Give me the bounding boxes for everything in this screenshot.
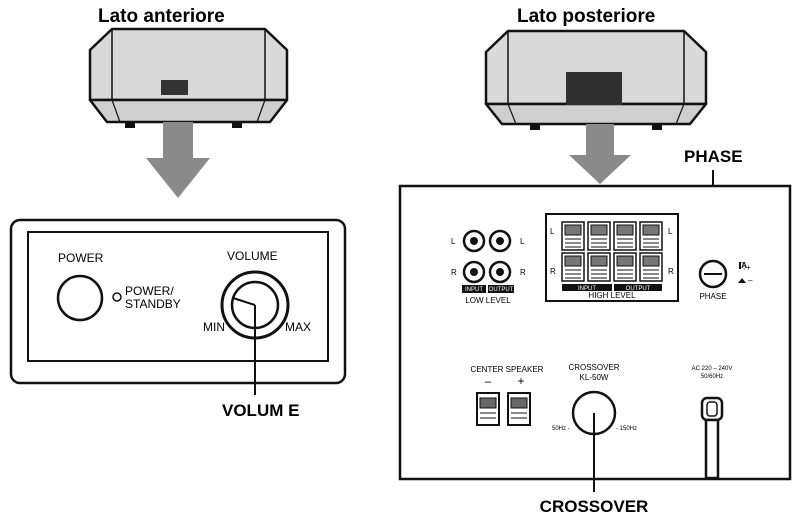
front-title: Lato anteriore (98, 6, 225, 27)
svg-text:ᾋ: ᾋ (740, 261, 747, 270)
crossover-min-label: 50Hz - (552, 426, 570, 432)
high-level-terminal[interactable] (587, 252, 611, 282)
rear-arrow-icon (569, 124, 631, 184)
low-input-tag: INPUT (465, 287, 483, 293)
low-l-label-right: L (520, 237, 525, 246)
high-output-tag: OUTPUT (626, 286, 651, 292)
high-level-terminal[interactable] (561, 252, 585, 282)
crossover-group: CROSSOVER KL-50W 50Hz - - 150Hz (552, 363, 637, 492)
low-level-group: L R L R INPUT OUTPUT LOW LEVEL (451, 229, 526, 305)
phase-group: ᾋ + – PHASE (698, 259, 753, 301)
front-arrow-icon (146, 122, 210, 198)
volume-callout: VOLUM E (222, 401, 299, 420)
standby-indicator (112, 292, 122, 302)
center-plus-label: + (517, 374, 524, 388)
high-level-terminal[interactable] (639, 221, 663, 251)
volume-max-label: MAX (285, 320, 311, 334)
ac-power-cord (704, 418, 720, 480)
standby-label-2: STANDBY (125, 297, 181, 311)
high-level-group: L R L R INPUT OUTPUT HIGH LEVEL (545, 213, 679, 302)
volume-min-label: MIN (203, 320, 225, 334)
center-speaker-label: CENTER SPEAKER (471, 365, 544, 374)
center-speaker-group: CENTER SPEAKER – + (471, 365, 544, 426)
phase-reverse-label: – (748, 276, 753, 285)
front-panel (9, 218, 347, 385)
standby-label-1: POWER/ (125, 284, 174, 298)
ac-label-2: 50/60Hz (701, 374, 723, 380)
power-button[interactable] (56, 274, 104, 322)
high-level-terminal[interactable] (613, 221, 637, 251)
volume-label: VOLUME (227, 249, 278, 263)
phase-callout: PHASE (684, 147, 743, 166)
high-level-terminal[interactable] (639, 252, 663, 282)
front-panel-window (161, 80, 188, 95)
high-level-terminal[interactable] (587, 221, 611, 251)
low-r-label-right: R (520, 268, 526, 277)
high-l-label: L (550, 227, 555, 236)
phase-normal-label: + (746, 263, 751, 272)
high-input-tag: INPUT (578, 286, 596, 292)
center-minus-label: – (485, 374, 492, 388)
crossover-label-2: KL-50W (580, 373, 609, 382)
low-level-label: LOW LEVEL (465, 296, 511, 305)
low-l-label: L (451, 237, 456, 246)
crossover-max-label: - 150Hz (616, 426, 637, 432)
high-l-label-right: L (668, 227, 673, 236)
low-r-label: R (451, 268, 457, 277)
high-r-label: R (550, 267, 556, 276)
high-level-label: HIGH LEVEL (588, 291, 636, 300)
rear-panel-window (566, 72, 622, 105)
high-r-label-right: R (668, 267, 674, 276)
low-output-tag: OUTPUT (489, 287, 514, 293)
rear-subwoofer-box (484, 29, 708, 130)
front-subwoofer-box (88, 27, 289, 128)
high-level-terminal[interactable] (613, 252, 637, 282)
crossover-label-1: CROSSOVER (568, 363, 619, 372)
ac-label-1: AC 220 – 240V (692, 366, 733, 372)
ac-power-group: AC 220 – 240V 50/60Hz (692, 366, 733, 480)
rear-title: Lato posteriore (517, 6, 655, 27)
phase-label: PHASE (699, 292, 726, 301)
power-label: POWER (58, 251, 104, 265)
high-level-terminal[interactable] (561, 221, 585, 251)
crossover-callout: CROSSOVER (540, 497, 649, 516)
